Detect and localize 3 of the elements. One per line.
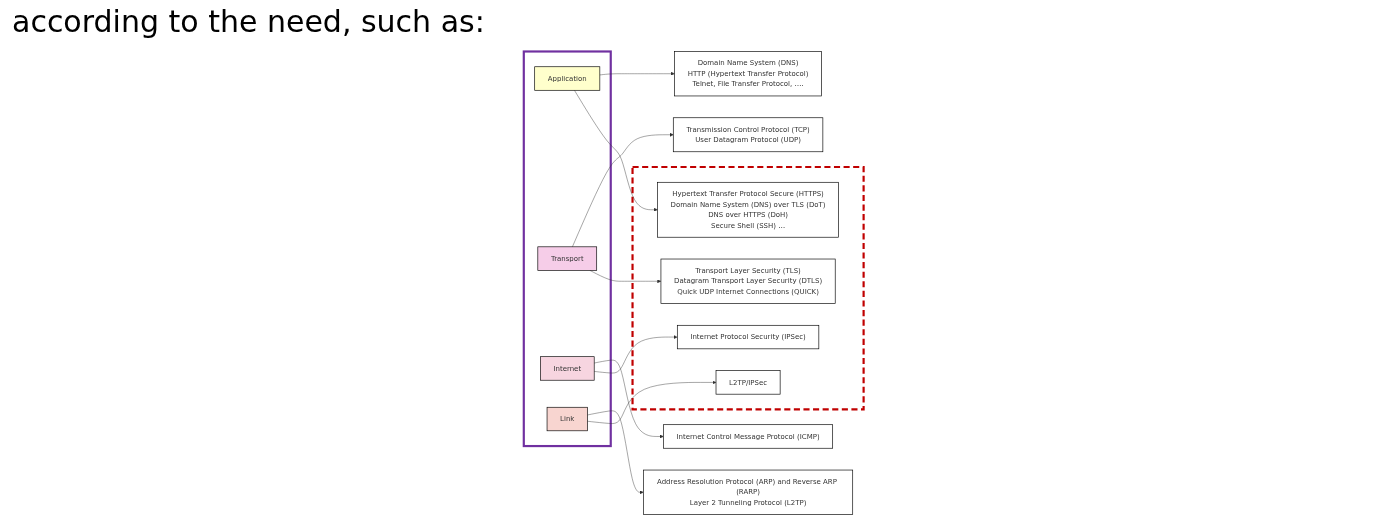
cluster bbox=[631, 165, 865, 411]
heading: according to the need, such as: bbox=[11, 3, 486, 41]
cluster bbox=[522, 50, 612, 448]
